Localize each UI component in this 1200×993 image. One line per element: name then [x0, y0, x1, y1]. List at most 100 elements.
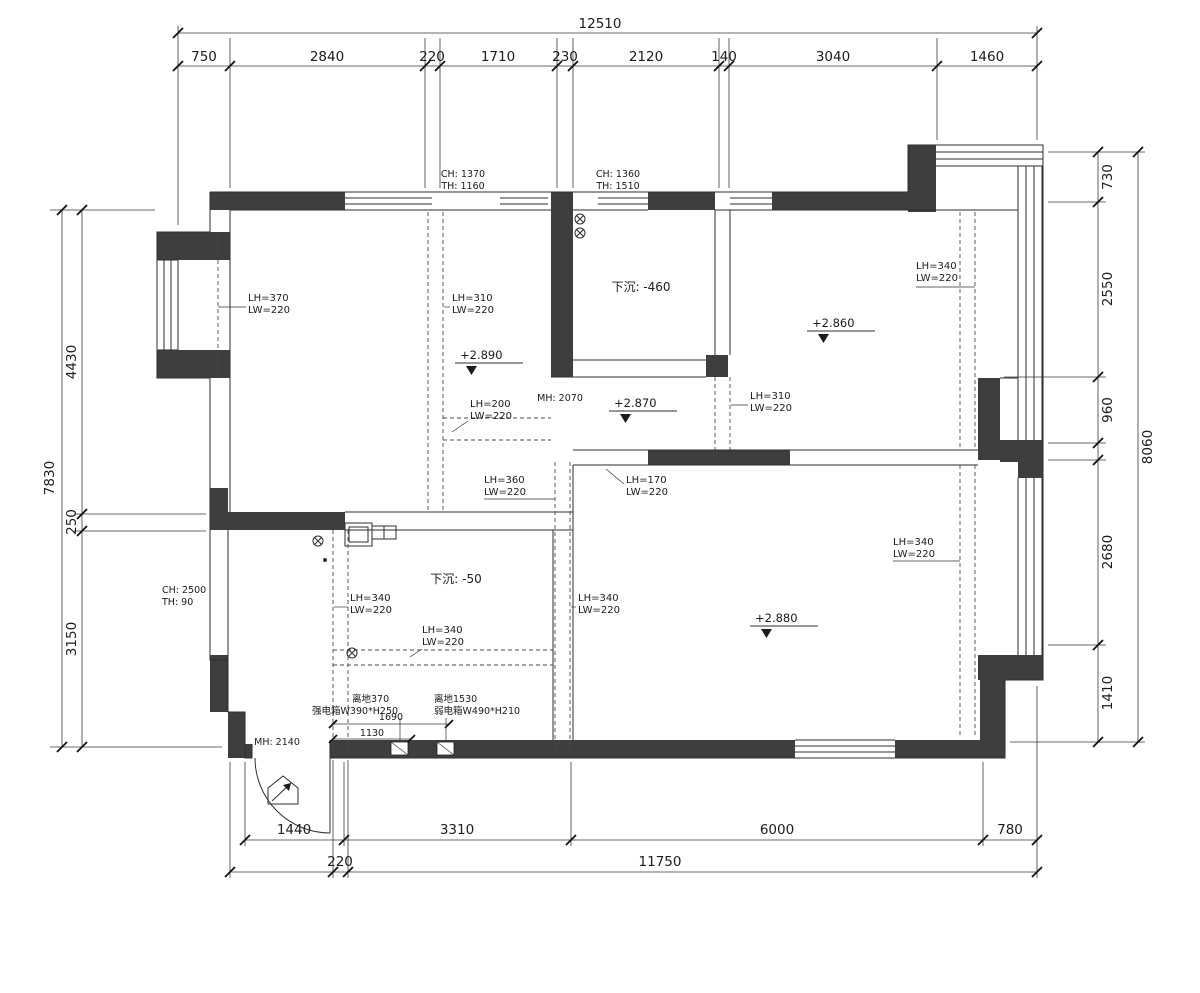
beam-label: LH=340 LW=220	[893, 537, 960, 562]
label-sunken-kitchen: 下沉: -50	[430, 572, 481, 586]
beam-lw: LW=220	[452, 305, 494, 316]
dim-top-seg: 230	[552, 49, 578, 65]
label-mh2: MH: 2140	[254, 737, 300, 748]
beam-label: LH=340 LW=220	[334, 593, 392, 616]
beam-label: LH=170 LW=220	[605, 468, 668, 498]
lv-box-label: 弱电箱W490*H210	[434, 705, 520, 717]
electrical: 离地370 强电箱W390*H250 离地1530 弱电箱W490*H210	[312, 693, 520, 756]
dim-top-total: 12510	[579, 16, 622, 32]
beam-lh: LH=310	[452, 293, 493, 304]
entry-marker-icon	[267, 775, 299, 805]
dim-bottom-seg: 3310	[440, 822, 474, 838]
ceiling-fixture-icon	[574, 227, 586, 239]
level-triangle	[466, 366, 477, 375]
wall-segment	[978, 378, 1000, 460]
window-left	[156, 259, 179, 351]
dim-right-seg: 1410	[1100, 676, 1116, 710]
dim-right-total: 8060	[1140, 430, 1156, 464]
window-right-lower	[1017, 478, 1043, 655]
beam-lh: LH=370	[248, 293, 289, 304]
spot-dot	[323, 558, 327, 562]
ceiling-fixture-icon	[312, 535, 324, 547]
level-marker: +2.870	[609, 396, 677, 423]
dim-left-seg: 4430	[64, 345, 80, 379]
beam-lw: LW=220	[422, 637, 464, 648]
dim-bottom-seg: 6000	[760, 822, 794, 838]
label-ch3: CH: 2500	[162, 585, 206, 596]
beam-label: LH=360 LW=220	[484, 475, 555, 500]
entry-arrow-head	[283, 783, 291, 791]
level-marker: +2.860	[807, 316, 875, 343]
level-marker: +2.880	[750, 611, 818, 638]
beam-lh: LH=340	[578, 593, 619, 604]
beam-label: LH=340 LW=220	[571, 593, 620, 616]
dim-bottom2-total: 11750	[639, 854, 682, 870]
beam-lw: LW=220	[916, 273, 958, 284]
beam-lw: LW=220	[893, 549, 935, 560]
dim-inner-1130: 1130	[360, 728, 384, 739]
dim-left-seg: 250	[64, 509, 80, 535]
beam-lh: LH=340	[893, 537, 934, 548]
beam-lh: LH=310	[750, 391, 791, 402]
wall-segment	[908, 145, 936, 212]
label-sunken-balcony: 下沉: -460	[611, 280, 670, 294]
beam-lh: LH=200	[470, 399, 511, 410]
power-box-height-label: 离地370	[352, 693, 389, 705]
label-th1: TH: 1160	[440, 181, 484, 192]
dim-top-seg: 1460	[970, 49, 1004, 65]
window-top-1	[345, 191, 432, 211]
wall-segment	[1018, 462, 1043, 478]
dim-bottom2-small: 220	[327, 854, 353, 870]
label-mh1: MH: 2070	[537, 393, 583, 404]
dim-top-seg: 2840	[310, 49, 344, 65]
ceiling-dashed-lines	[217, 212, 976, 755]
level-text: +2.870	[614, 396, 657, 410]
window-bottom	[795, 739, 895, 759]
dim-right-seg: 2680	[1100, 535, 1116, 569]
wall-segment	[772, 192, 908, 210]
wall-segment	[551, 192, 573, 377]
room-labels: 下沉: -460 下沉: -50	[430, 280, 670, 586]
dim-top-seg: 140	[711, 49, 737, 65]
dimension-right: 730 2550 960 2680 1410 8060	[1004, 146, 1156, 748]
window-top-3	[598, 191, 648, 211]
beam-lh: LH=360	[484, 475, 525, 486]
beam-lw: LW=220	[578, 605, 620, 616]
dimension-top: 12510 750 2840 220 1710 230 2120 140 304…	[172, 16, 1043, 225]
dim-right-seg: 960	[1100, 397, 1116, 423]
label-th2: TH: 1510	[595, 181, 639, 192]
walls	[157, 145, 1043, 758]
bay-window-top-right	[936, 144, 1043, 167]
dim-bottom-seg: 780	[997, 822, 1023, 838]
dim-right-seg: 2550	[1100, 272, 1116, 306]
wall-segment	[980, 680, 1005, 758]
level-markers: +2.890 +2.860 +2.870 +2.880	[455, 316, 875, 638]
dimension-inner: 1690 1130	[328, 712, 454, 744]
ceiling-fixture-icon	[346, 647, 358, 659]
beam-lh: LH=340	[350, 593, 391, 604]
beam-lw: LW=220	[626, 487, 668, 498]
dim-bottom-seg: 1440	[277, 822, 311, 838]
entry-door	[254, 757, 331, 834]
counter-symbols	[344, 522, 397, 547]
beam-lw: LW=220	[750, 403, 792, 414]
ceiling-symbols	[312, 213, 586, 659]
wall-segment	[978, 655, 1043, 680]
wall-segment	[210, 192, 345, 210]
level-triangle	[761, 629, 772, 638]
beam-label: LH=370 LW=220	[218, 293, 290, 316]
wall-segment	[706, 355, 728, 377]
level-triangle	[818, 334, 829, 343]
beam-label: LH=310 LW=220	[731, 391, 792, 414]
windows	[156, 144, 1043, 759]
beam-lw: LW=220	[248, 305, 290, 316]
beam-lw: LW=220	[350, 605, 392, 616]
wall-segment	[210, 512, 345, 530]
beam-labels: LH=370 LW=220 LH=310 LW=220 LH=340 LW=22…	[218, 261, 975, 658]
wall-segment	[228, 712, 245, 758]
window-top-4	[730, 191, 772, 211]
label-th3: TH: 90	[161, 597, 193, 608]
dim-top-seg: 750	[191, 49, 217, 65]
